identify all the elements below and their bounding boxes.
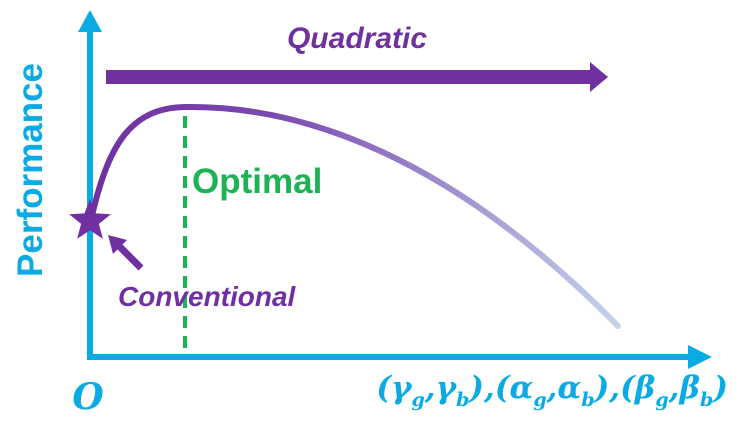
y-axis-arrowhead [78,10,102,32]
quadratic-arrow-head [590,62,608,92]
conventional-star-icon [69,199,111,239]
x-axis-arrowhead [688,345,712,369]
origin-label: O [72,376,104,418]
conventional-arrow-head [108,235,127,254]
conventional-arrow-shaft [116,243,144,271]
quadratic-label: Quadratic [287,22,427,55]
axes [78,10,712,369]
x-axis-label: (γg,γb),(αg,αb),(βg,βb) [376,370,728,411]
performance-curve [88,103,621,329]
quadratic-arrow-shaft [106,70,592,84]
y-axis-label: Performance [11,63,50,277]
optimal-label: Optimal [192,162,322,201]
conventional-label: Conventional [118,281,297,312]
